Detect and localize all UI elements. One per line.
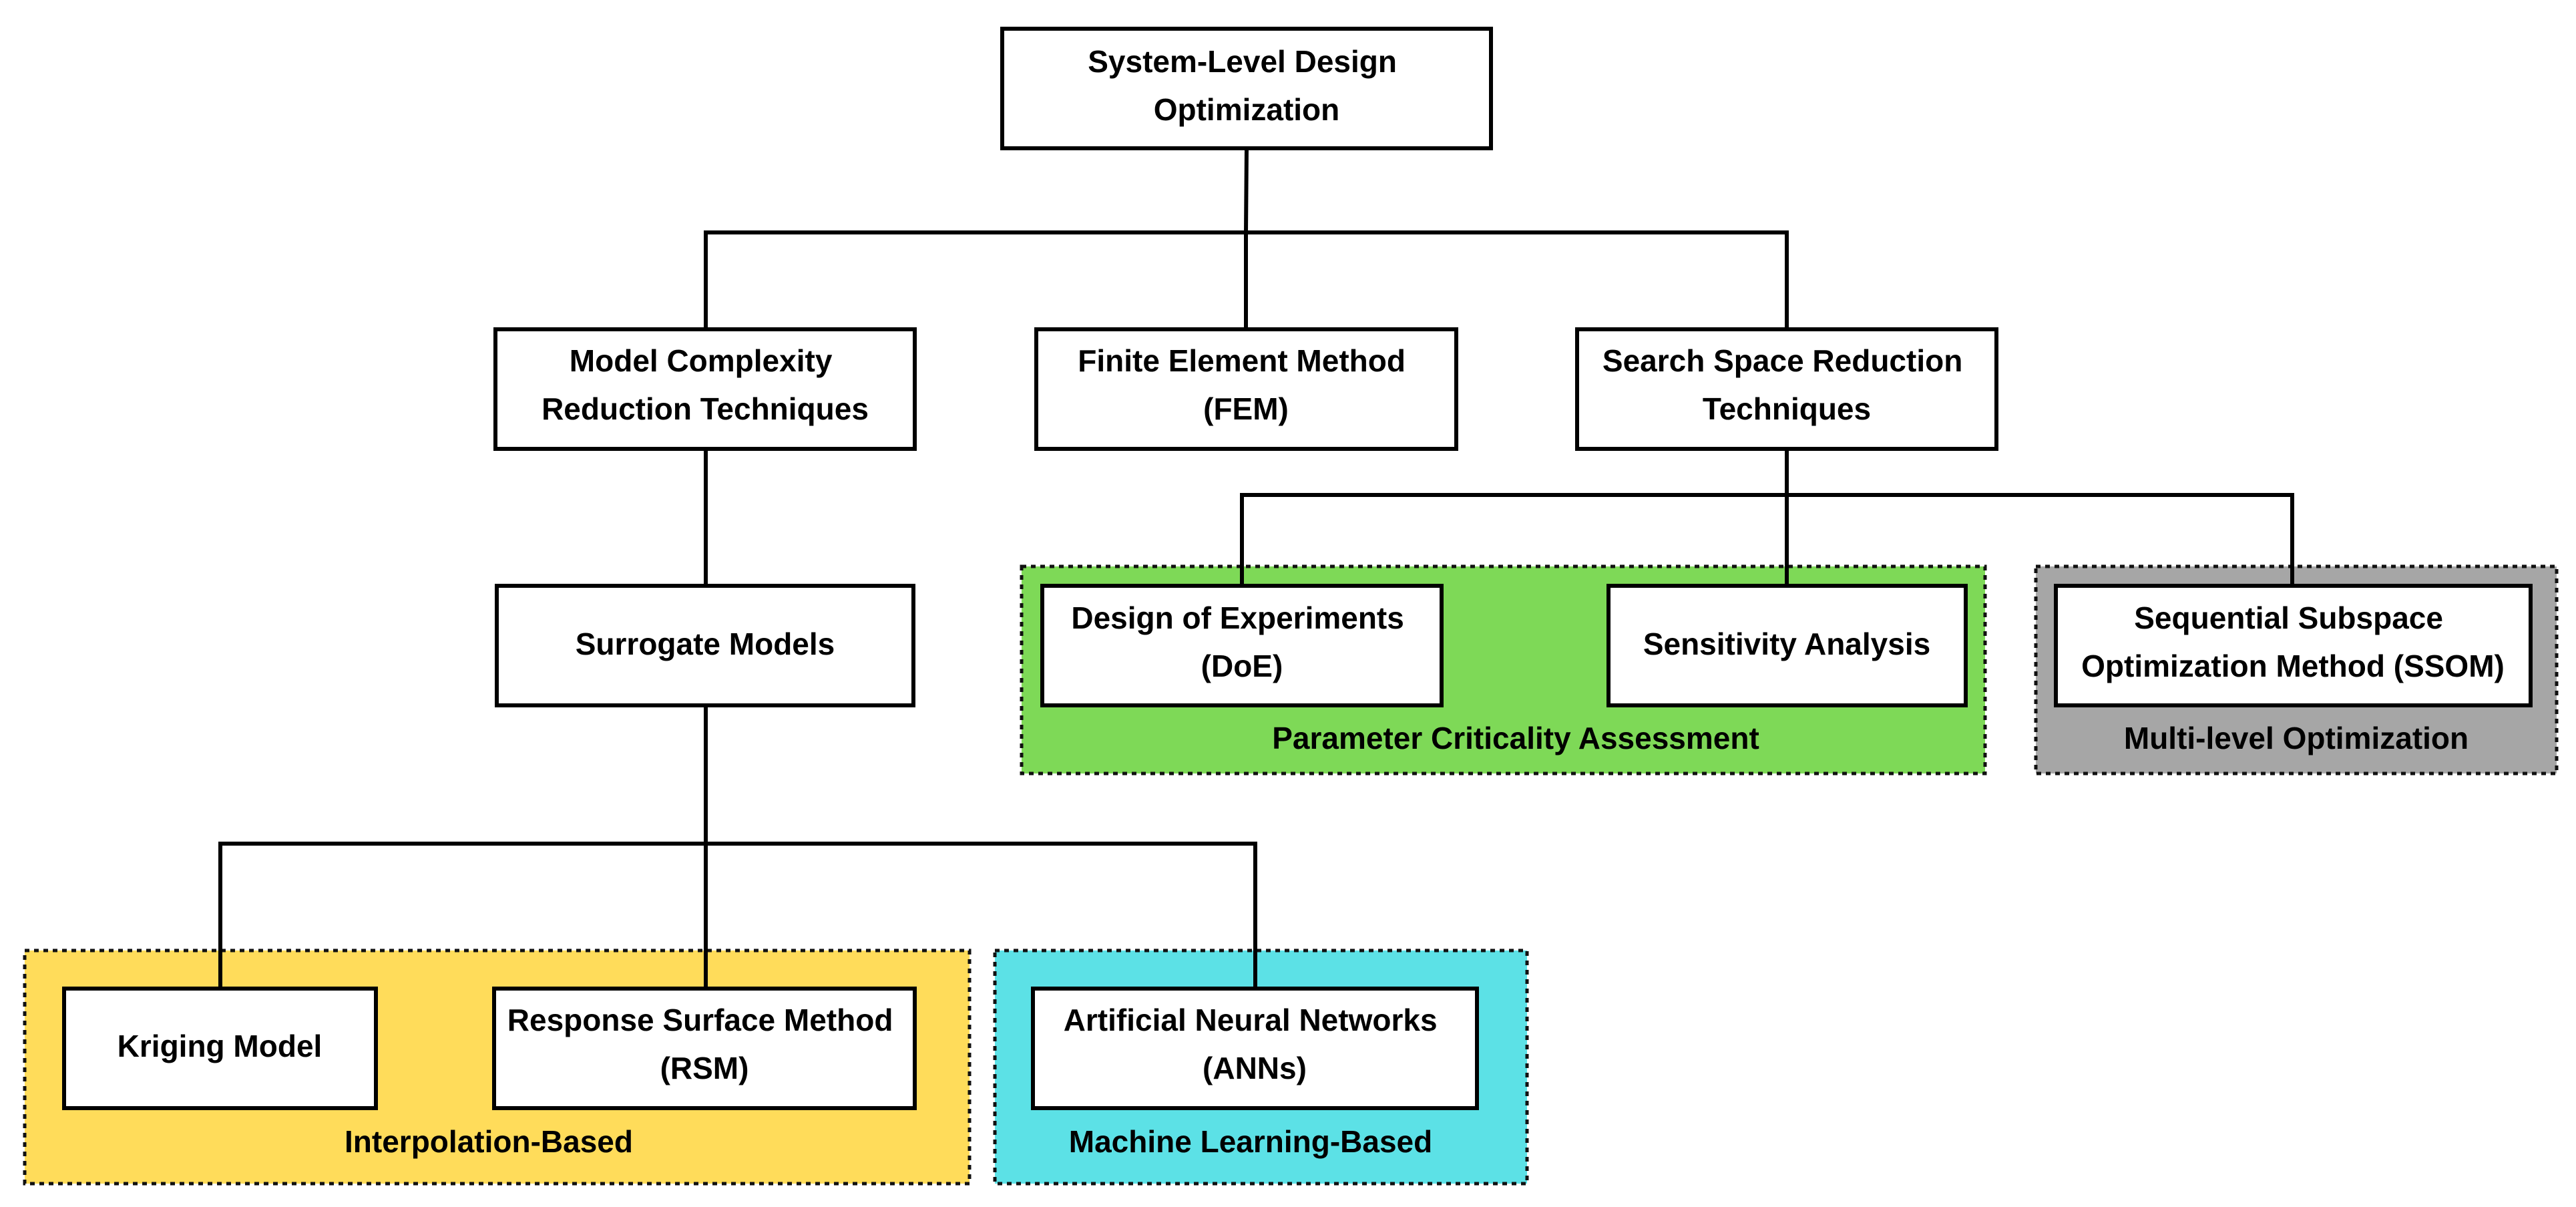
group-label-machine-learning: Machine Learning-Based	[1069, 1124, 1432, 1159]
node-ann-box	[1031, 987, 1479, 1110]
node-root-label: System-Level Design Optimization	[1088, 44, 1406, 127]
node-rsm: Response Surface Method (RSM)	[492, 987, 917, 1110]
node-rsm-box	[492, 987, 917, 1110]
node-model-complexity-box	[493, 327, 917, 451]
node-kriging: Kriging Model	[62, 987, 378, 1110]
node-root-box	[1000, 27, 1493, 150]
node-model-complexity: Model Complexity Reduction Techniques	[493, 327, 917, 451]
node-fem-label: Finite Element Method (FEM)	[1078, 343, 1414, 426]
node-ann: Artificial Neural Networks (ANNs)	[1031, 987, 1479, 1110]
node-kriging-label: Kriging Model	[118, 1029, 323, 1063]
node-ssom-label: Sequential Subspace Optimization Method …	[2081, 600, 2505, 683]
node-doe-box	[1040, 584, 1444, 707]
group-label-interpolation: Interpolation-Based	[345, 1124, 633, 1159]
connectors	[218, 146, 2294, 991]
node-sensitivity-box	[1606, 584, 1968, 707]
node-root: System-Level Design Optimization	[1000, 27, 1493, 150]
node-ssom: Sequential Subspace Optimization Method …	[2054, 584, 2533, 707]
node-doe-label: Design of Experiments (DoE)	[1071, 600, 1412, 683]
node-ssom-box	[2054, 584, 2533, 707]
group-label-multi-level: Multi-level Optimization	[2124, 721, 2468, 755]
node-sensitivity: Sensitivity Analysis	[1606, 584, 1968, 707]
node-search-space-box	[1575, 327, 1998, 451]
node-fem-box	[1034, 327, 1458, 451]
node-fem: Finite Element Method (FEM)	[1034, 327, 1458, 451]
group-label-parameter-criticality: Parameter Criticality Assessment	[1272, 721, 1759, 755]
node-sensitivity-label: Sensitivity Analysis	[1643, 627, 1930, 661]
node-doe: Design of Experiments (DoE)	[1040, 584, 1444, 707]
node-model-complexity-label: Model Complexity Reduction Techniques	[542, 343, 869, 426]
node-surrogate-box	[495, 584, 915, 707]
node-surrogate: Surrogate Models	[495, 584, 915, 707]
node-ann-label: Artificial Neural Networks (ANNs)	[1064, 1003, 1446, 1085]
node-search-space-label: Search Space Reduction Techniques	[1602, 343, 1971, 426]
wire-root-down	[1243, 146, 1249, 235]
node-surrogate-label: Surrogate Models	[576, 627, 835, 661]
node-kriging-box	[62, 987, 378, 1110]
node-search-space: Search Space Reduction Techniques	[1575, 327, 1998, 451]
node-rsm-label: Response Surface Method (RSM)	[507, 1003, 901, 1085]
